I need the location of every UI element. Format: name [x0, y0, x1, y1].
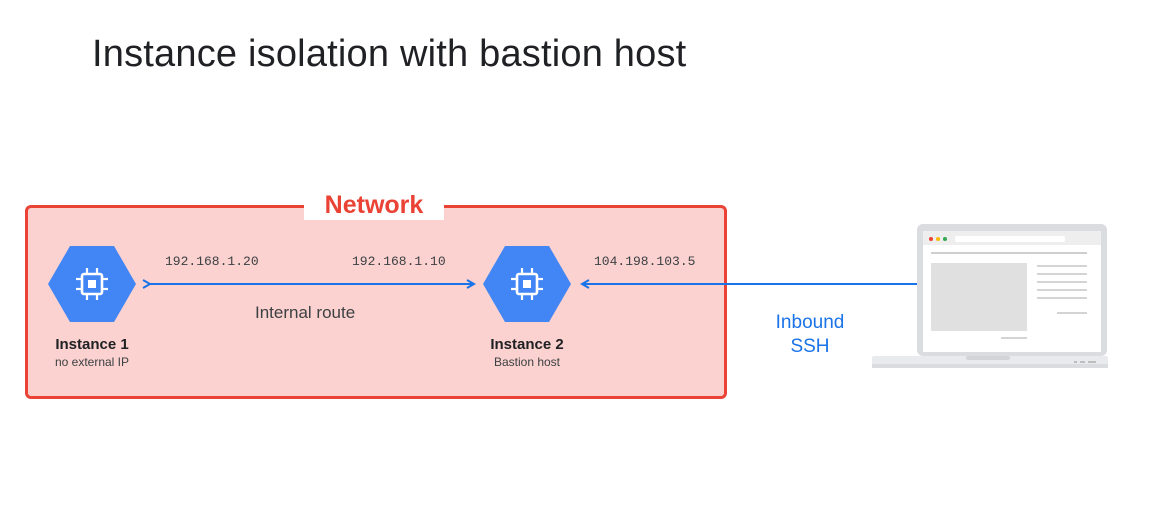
instance-2-compute-icon: [483, 246, 571, 322]
instance-1-compute-icon: [48, 246, 136, 322]
instance-2-internal-ip: 192.168.1.10: [352, 254, 446, 269]
instance-1-subtitle: no external IP: [54, 355, 130, 369]
network-label: Network: [304, 190, 444, 220]
laptop-icon: [872, 224, 1108, 368]
page-title: Instance isolation with bastion host: [92, 33, 687, 75]
inbound-ssh-label: Inbound SSH: [760, 311, 860, 359]
instance-2-external-ip: 104.198.103.5: [594, 254, 696, 269]
inbound-label-line2: SSH: [790, 336, 830, 357]
network-boundary: [25, 205, 727, 399]
instance-2-subtitle: Bastion host: [493, 355, 561, 369]
instance-2-name: Instance 2: [490, 336, 564, 353]
inbound-label-line1: Inbound: [775, 312, 845, 333]
instance-1-name: Instance 1: [55, 336, 129, 353]
internal-route-label: Internal route: [255, 303, 356, 322]
instance-1-ip: 192.168.1.20: [165, 254, 259, 269]
